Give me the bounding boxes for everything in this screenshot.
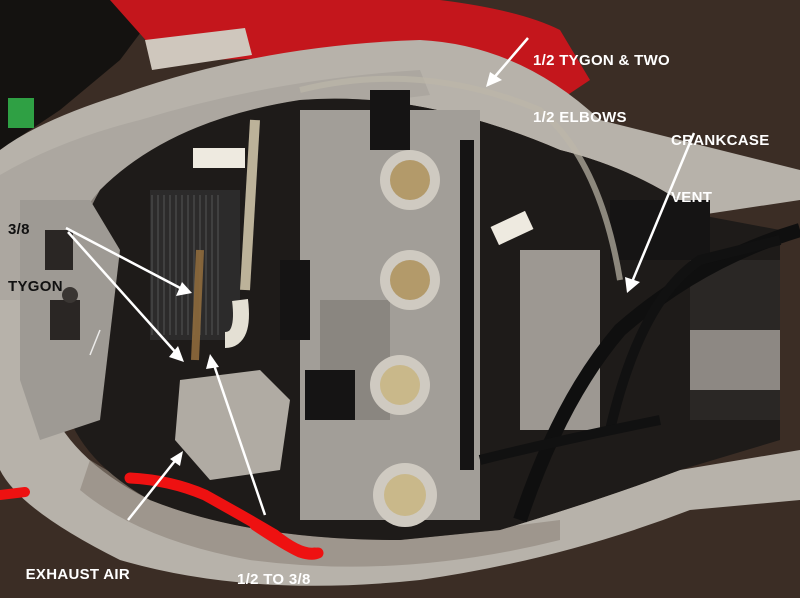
arrow-tygon-elbows xyxy=(491,37,529,81)
left-housing xyxy=(20,200,120,440)
label-exhaust-air-valve: EXHAUST AIR VALVE xyxy=(25,566,130,583)
radiator xyxy=(150,190,240,340)
label-crankcase-vent: CRANKCASE VENT xyxy=(671,132,770,206)
label-tygon-elbows: 1/2 TYGON & TWO 1/2 ELBOWS xyxy=(533,52,671,126)
arrow-exhaust-air-valve xyxy=(127,456,179,521)
exhaust-air-valve-body xyxy=(175,370,290,480)
red-marker-stroke-left xyxy=(0,487,30,500)
wiring-harness xyxy=(280,90,710,470)
arrow-tygon-38-lower xyxy=(67,231,179,356)
battery-box xyxy=(520,250,600,430)
arrow-crankcase-vent xyxy=(630,132,696,283)
arrow-tee-adapter xyxy=(211,361,267,516)
label-tygon-38: 3/8 TYGON xyxy=(8,221,63,295)
throttle-bodies xyxy=(370,150,440,527)
tygon-tubes xyxy=(191,75,623,361)
annotation-arrows xyxy=(65,37,696,521)
label-tee-adapter: 1/2 TO 3/8 TEE ADAPTER xyxy=(237,571,311,588)
fairing-panel-dark xyxy=(0,0,150,150)
frame-sticker xyxy=(145,28,252,70)
green-connector xyxy=(8,98,34,128)
aluminum-frame xyxy=(0,40,800,586)
arrow-tygon-38-upper xyxy=(65,226,185,292)
